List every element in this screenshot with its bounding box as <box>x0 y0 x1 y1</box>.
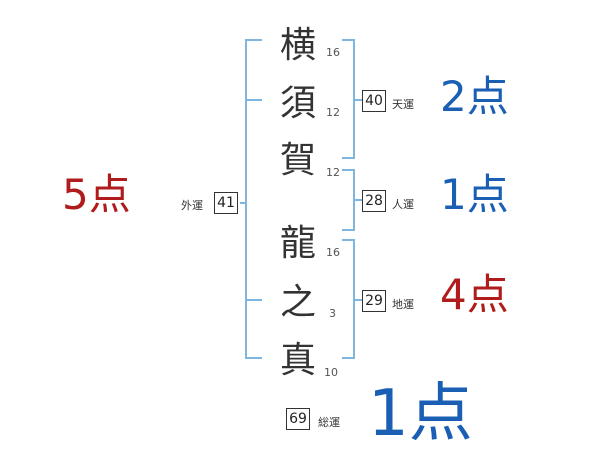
soukaku-value-box: 69 <box>286 408 310 430</box>
name-char-1: 横 <box>280 25 317 66</box>
stroke-count-3: 12 <box>326 166 340 179</box>
stroke-count-2: 12 <box>326 106 340 119</box>
chikaku-bracket <box>342 239 362 359</box>
stroke-count-5: 3 <box>329 307 336 320</box>
jinkaku-label: 人運 <box>392 198 414 211</box>
jinkaku-bracket <box>342 169 362 231</box>
gaikaku-value-box: 41 <box>214 192 238 214</box>
tenkaku-label: 天運 <box>392 98 414 111</box>
gaikaku-label: 外運 <box>181 199 203 212</box>
stroke-count-1: 16 <box>326 46 340 59</box>
gaikaku-score: 5点 <box>62 170 131 219</box>
outer-bracket <box>240 39 262 359</box>
chikaku-label: 地運 <box>392 298 414 311</box>
chikaku-score: 4点 <box>440 270 509 319</box>
jinkaku-value-box: 28 <box>362 190 386 212</box>
chikaku-value-box: 29 <box>362 290 386 312</box>
tenkaku-score: 2点 <box>440 72 509 121</box>
name-char-2: 須 <box>280 83 317 124</box>
tenkaku-bracket <box>342 39 362 159</box>
name-char-4: 龍 <box>280 223 317 264</box>
soukaku-score: 1点 <box>368 377 473 451</box>
stroke-count-4: 16 <box>326 246 340 259</box>
name-char-5: 之 <box>280 282 317 323</box>
name-char-6: 真 <box>280 340 317 381</box>
soukaku-label: 総運 <box>318 416 340 429</box>
name-char-3: 賀 <box>280 140 317 181</box>
jinkaku-score: 1点 <box>440 170 509 219</box>
stroke-count-6: 10 <box>324 366 338 379</box>
tenkaku-value-box: 40 <box>362 90 386 112</box>
